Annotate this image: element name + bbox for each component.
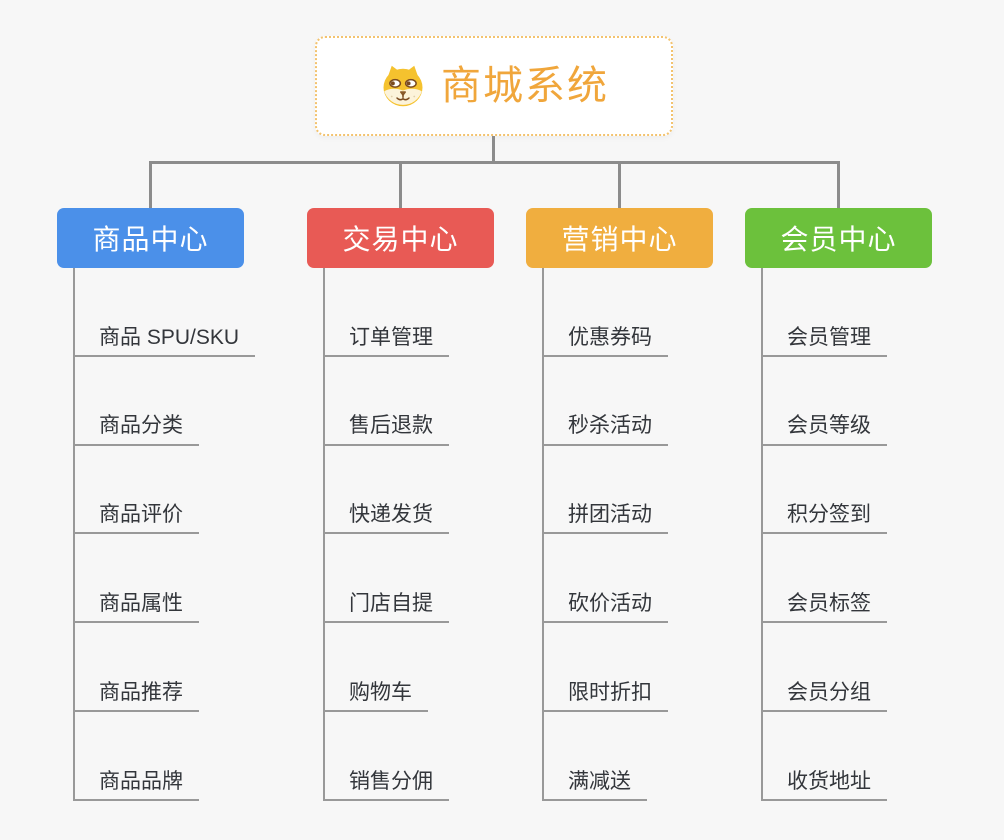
dog-icon [379,63,427,109]
connector-branch-drop [837,161,840,208]
leaf-node[interactable]: 会员管理 [761,268,887,357]
leaf-node[interactable]: 限时折扣 [542,623,668,712]
connector-bus [149,161,840,164]
leaf-node[interactable]: 售后退款 [323,357,449,446]
leaf-node[interactable]: 商品分类 [73,357,199,446]
leaf-list: 订单管理售后退款快递发货门店自提购物车销售分佣 [323,268,449,801]
leaf-node[interactable]: 砍价活动 [542,534,668,624]
leaf-node[interactable]: 优惠券码 [542,268,668,357]
leaf-node[interactable]: 购物车 [323,623,428,712]
leaf-node[interactable]: 商品 SPU/SKU [73,268,256,357]
connector-root-drop [492,136,495,162]
leaf-node[interactable]: 会员等级 [761,357,887,446]
leaf-node[interactable]: 快递发货 [323,446,449,535]
leaf-node[interactable]: 商品品牌 [73,712,199,801]
connector-branch-drop [399,161,402,208]
leaf-node[interactable]: 收货地址 [761,712,887,801]
leaf-node[interactable]: 会员标签 [761,534,887,624]
leaf-node[interactable]: 商品评价 [73,446,199,535]
leaf-node[interactable]: 门店自提 [323,534,449,624]
leaf-list: 优惠券码秒杀活动拼团活动砍价活动限时折扣满减送 [542,268,668,801]
root-node[interactable]: 商城系统 [315,36,673,136]
connector-branch-drop [149,161,152,208]
leaf-list: 会员管理会员等级积分签到会员标签会员分组收货地址 [761,268,887,801]
root-title: 商城系统 [441,64,609,108]
category-node-member-center[interactable]: 会员中心 [745,208,932,268]
branch-trade-center: 交易中心 订单管理售后退款快递发货门店自提购物车销售分佣 [307,161,547,821]
category-node-product-center[interactable]: 商品中心 [57,208,244,268]
connector-branch-drop [618,161,621,208]
category-node-marketing-center[interactable]: 营销中心 [526,208,713,268]
category-node-trade-center[interactable]: 交易中心 [307,208,494,268]
connector-branch-trunk [542,268,544,801]
leaf-node[interactable]: 商品推荐 [73,623,199,712]
leaf-node[interactable]: 会员分组 [761,623,887,712]
leaf-node[interactable]: 秒杀活动 [542,357,668,446]
leaf-node[interactable]: 拼团活动 [542,446,668,535]
leaf-node[interactable]: 满减送 [542,712,647,801]
leaf-node[interactable]: 销售分佣 [323,712,449,801]
leaf-node[interactable]: 商品属性 [73,534,199,624]
branch-member-center: 会员中心 会员管理会员等级积分签到会员标签会员分组收货地址 [745,161,985,821]
connector-branch-trunk [761,268,763,801]
leaf-node[interactable]: 订单管理 [323,268,449,357]
branch-marketing-center: 营销中心 优惠券码秒杀活动拼团活动砍价活动限时折扣满减送 [526,161,766,821]
connector-branch-trunk [73,268,75,801]
leaf-node[interactable]: 积分签到 [761,446,887,535]
connector-branch-trunk [323,268,325,801]
